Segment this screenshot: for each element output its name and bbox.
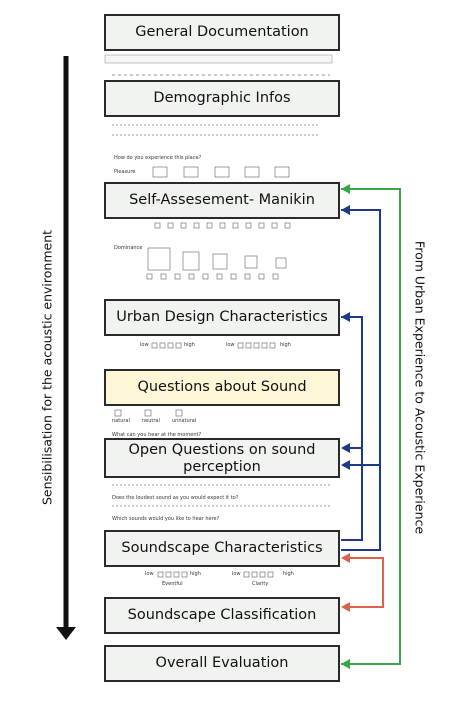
stage-demographic-infos: Demographic Infos (104, 80, 340, 117)
snippet-high-3: high (190, 571, 201, 577)
stage-self-assessment-manikin: Self-Assesement- Manikin (104, 182, 340, 219)
main-arrow-head (56, 627, 76, 640)
blue-connector-outer (341, 209, 381, 551)
snippet-low-3: low (145, 571, 154, 577)
snippet-loudest-q: Does the loudest sound as you would expe… (112, 495, 239, 501)
snippet-unnatural: unnatural (172, 418, 197, 424)
right-axis-label: From Urban Experience to Acoustic Experi… (412, 240, 428, 535)
red-connector (343, 557, 384, 608)
snippet-eventful: Eventful (162, 581, 183, 587)
snippet-experience-question: How do you experience this place? (114, 155, 202, 161)
snippet-sound-q: What can you hear at the moment? (112, 432, 202, 438)
snippet-high-4: high (283, 571, 294, 577)
snippet-neutral: neutral (142, 418, 160, 424)
snippet-natural: natural (112, 418, 130, 424)
stage-questions-about-sound: Questions about Sound (104, 369, 340, 406)
stage-open-questions: Open Questions on sound perception (104, 438, 340, 478)
snippet-wish-q: Which sounds would you like to hear here… (112, 516, 220, 522)
snippet-low-1: low (140, 342, 149, 348)
stage-soundscape-classification: Soundscape Classification (104, 597, 340, 634)
snippet-low-4: low (232, 571, 241, 577)
left-axis-label: Sensibilisation for the acoustic environ… (39, 229, 55, 506)
stage-urban-design-characteristics: Urban Design Characteristics (104, 299, 340, 336)
snippet-low-2: low (226, 342, 235, 348)
stage-soundscape-characteristics: Soundscape Characteristics (104, 530, 340, 567)
stage-general-documentation: General Documentation (104, 14, 340, 51)
form-sketches (104, 54, 333, 578)
snippet-dominance: Dominance (114, 245, 143, 251)
stage-overall-evaluation: Overall Evaluation (104, 645, 340, 682)
snippet-clarity: Clarity (252, 581, 269, 587)
snippet-high-1: high (184, 342, 195, 348)
snippet-pleasure: Pleasure (114, 169, 136, 175)
snippet-high-2: high (280, 342, 291, 348)
blue-connector-inner (341, 316, 363, 541)
green-connector (341, 188, 401, 665)
